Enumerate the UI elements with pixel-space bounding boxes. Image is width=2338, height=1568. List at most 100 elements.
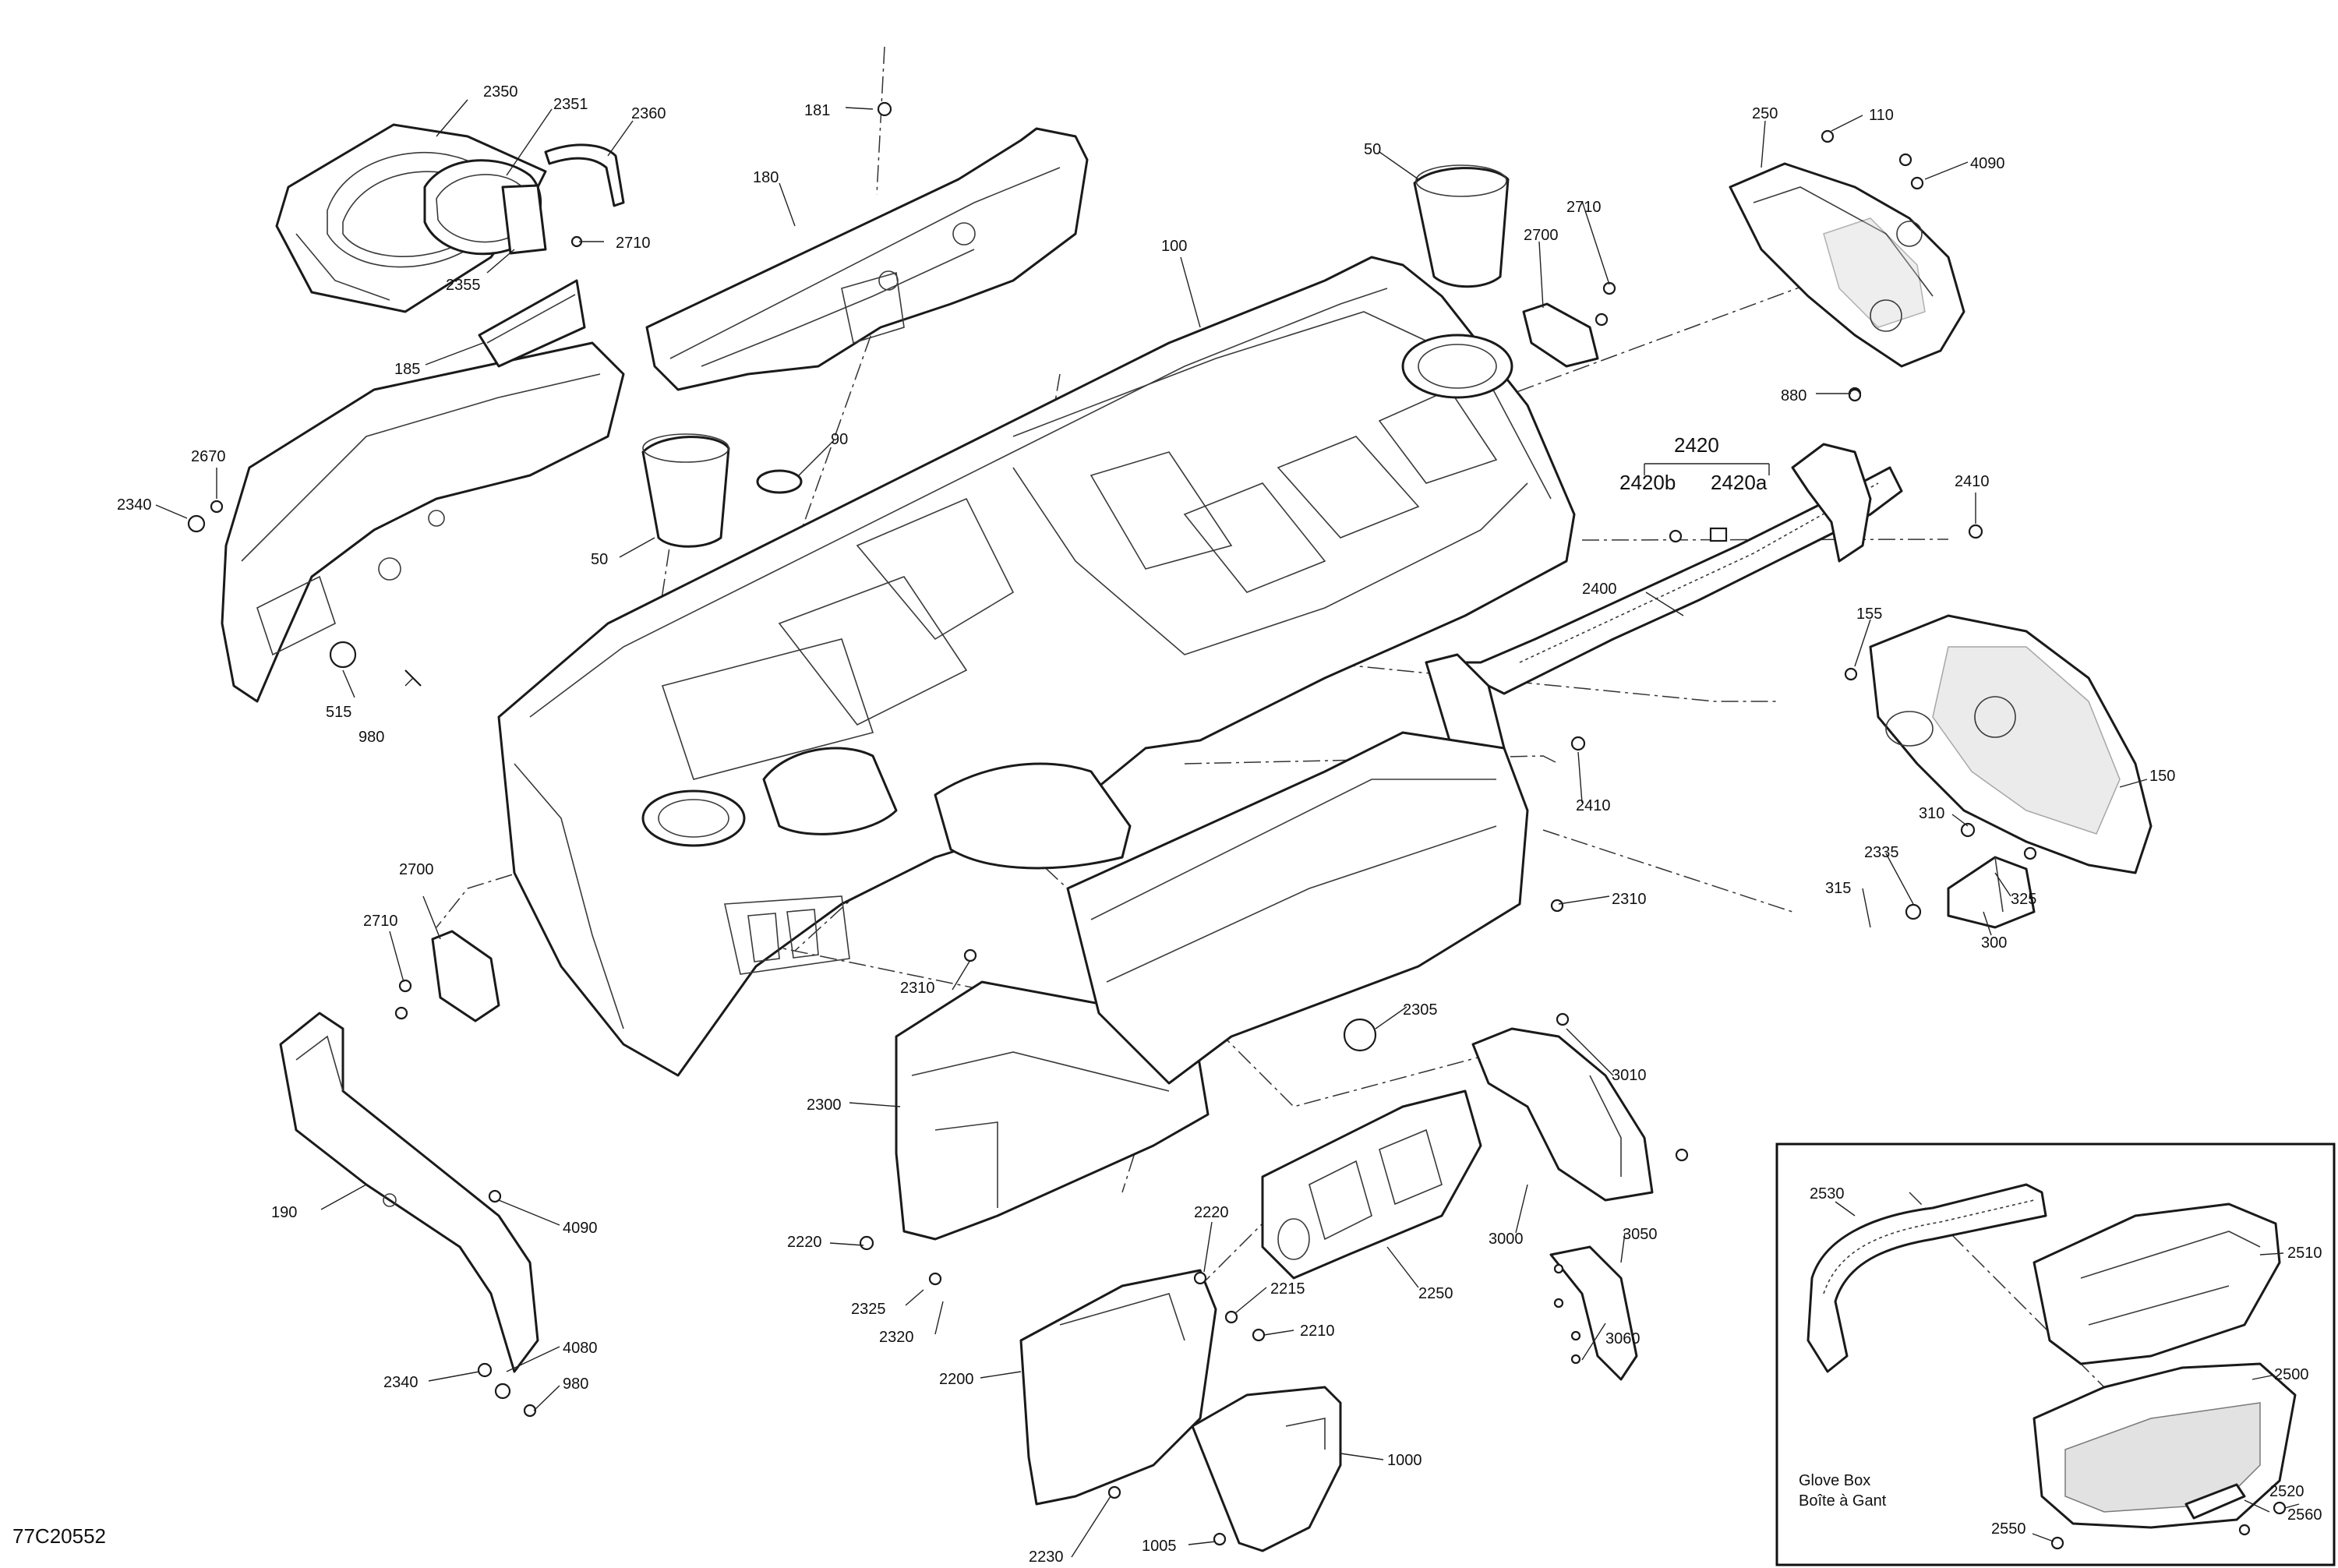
handle-2530 [1806, 1183, 2047, 1373]
label-880: 880 [1781, 387, 1806, 404]
side-panel-250 [1729, 162, 1965, 368]
label-2351: 2351 [553, 96, 588, 113]
label-2420a: 2420a [1711, 471, 1768, 494]
label-2710-a: 2710 [616, 235, 651, 252]
label-3060: 3060 [1605, 1330, 1640, 1347]
label-325: 325 [2011, 891, 2036, 908]
console-bracket-3050 [1549, 1245, 1638, 1381]
label-185: 185 [394, 361, 420, 378]
label-190: 190 [271, 1204, 297, 1221]
cup-insert-50-left [641, 433, 730, 548]
label-2520: 2520 [2269, 1483, 2304, 1500]
bracket-2700-upper [1522, 302, 1599, 368]
dashboard-100 [497, 256, 1576, 1077]
label-2220-a: 2220 [787, 1234, 822, 1251]
diagram-id-code: 77C20552 [12, 1524, 106, 1548]
label-2410-a: 2410 [1955, 473, 1990, 490]
grab-handle-2400 [1425, 443, 1903, 773]
label-980-b: 980 [563, 1376, 588, 1393]
label-155: 155 [1856, 606, 1882, 623]
label-2310-a: 2310 [1612, 891, 1647, 908]
cup-insert-50-right [1413, 164, 1510, 288]
label-2305: 2305 [1403, 1001, 1438, 1019]
label-2710-c: 2710 [363, 913, 398, 930]
glove-box-inset [1775, 1142, 2336, 1566]
label-2500: 2500 [2274, 1366, 2309, 1383]
label-2670: 2670 [191, 448, 226, 465]
label-250: 250 [1752, 105, 1778, 122]
label-515: 515 [326, 704, 351, 721]
label-2335: 2335 [1864, 844, 1899, 861]
trim-2355 [501, 184, 547, 255]
lower-support-180 [221, 341, 625, 703]
label-2230: 2230 [1029, 1549, 1064, 1566]
label-2410-b: 2410 [1576, 797, 1611, 814]
label-1005: 1005 [1142, 1538, 1177, 1555]
label-100: 100 [1161, 238, 1187, 255]
label-2200: 2200 [939, 1371, 974, 1388]
bracket-300 [1947, 856, 2036, 929]
label-50-b: 50 [1364, 141, 1381, 158]
label-3050: 3050 [1623, 1226, 1658, 1243]
bracket-2700-lower [431, 930, 500, 1022]
label-980-a: 980 [358, 729, 384, 746]
label-3000: 3000 [1489, 1231, 1524, 1248]
bracket-190 [279, 1012, 539, 1373]
label-1000: 1000 [1387, 1452, 1422, 1469]
upper-support-180 [645, 127, 1089, 391]
side-panel-150 [1869, 614, 2153, 874]
label-2420: 2420 [1674, 433, 1719, 457]
label-2350: 2350 [483, 83, 518, 101]
label-2360: 2360 [631, 105, 666, 122]
glovebox-tray-2310 [1066, 731, 1529, 1085]
label-2560: 2560 [2287, 1506, 2322, 1524]
lid-2510 [2033, 1202, 2281, 1365]
bracket-185 [478, 279, 586, 368]
leader-lines [155, 99, 2148, 1558]
label-50-a: 50 [591, 551, 608, 568]
label-180: 180 [753, 169, 779, 186]
console-bracket-3010 [1471, 1027, 1654, 1202]
label-4090-a: 4090 [1970, 155, 2005, 172]
label-4080: 4080 [563, 1340, 598, 1357]
label-2550: 2550 [1991, 1520, 2026, 1538]
label-2340-a: 2340 [117, 496, 152, 514]
label-310: 310 [1919, 805, 1944, 822]
label-2420b: 2420b [1619, 471, 1676, 494]
label-2325: 2325 [851, 1301, 886, 1318]
label-4090-b: 4090 [563, 1220, 598, 1237]
label-181: 181 [804, 102, 830, 119]
label-2530: 2530 [1810, 1185, 1845, 1202]
label-300: 300 [1981, 934, 2007, 952]
label-150: 150 [2149, 768, 2175, 785]
fasteners [187, 101, 2037, 1546]
storage-2200 [1019, 1269, 1217, 1506]
label-90: 90 [831, 431, 848, 448]
label-2510: 2510 [2287, 1245, 2322, 1262]
part-labels: 2350 2351 2360 2355 2710 185 181 180 267… [12, 83, 2322, 1566]
label-2220-b: 2220 [1194, 1204, 1229, 1221]
label-2400: 2400 [1582, 581, 1617, 598]
label-2340-b: 2340 [383, 1374, 419, 1391]
label-2300: 2300 [807, 1097, 842, 1114]
label-2310-b: 2310 [900, 980, 935, 997]
inset-title-en: Glove Box [1799, 1472, 1870, 1489]
glovebox-frame-2300 [895, 980, 1210, 1241]
label-2250: 2250 [1418, 1285, 1453, 1302]
plug-90 [756, 469, 803, 494]
label-315: 315 [1825, 880, 1851, 897]
trim-2360 [544, 143, 625, 207]
label-2320: 2320 [879, 1329, 914, 1346]
strip-2520 [2184, 1483, 2246, 1520]
bin-2500 [2033, 1362, 2297, 1529]
inset-title-fr: Boîte à Gant [1799, 1492, 1887, 1510]
label-2210: 2210 [1300, 1323, 1335, 1340]
label-3010: 3010 [1612, 1067, 1647, 1084]
label-2700-b: 2700 [399, 861, 434, 878]
label-2355: 2355 [446, 277, 481, 294]
label-2215: 2215 [1270, 1280, 1305, 1298]
console-vent-2250 [1261, 1089, 1482, 1280]
label-110: 110 [1869, 107, 1894, 124]
label-2700-a: 2700 [1524, 227, 1559, 244]
